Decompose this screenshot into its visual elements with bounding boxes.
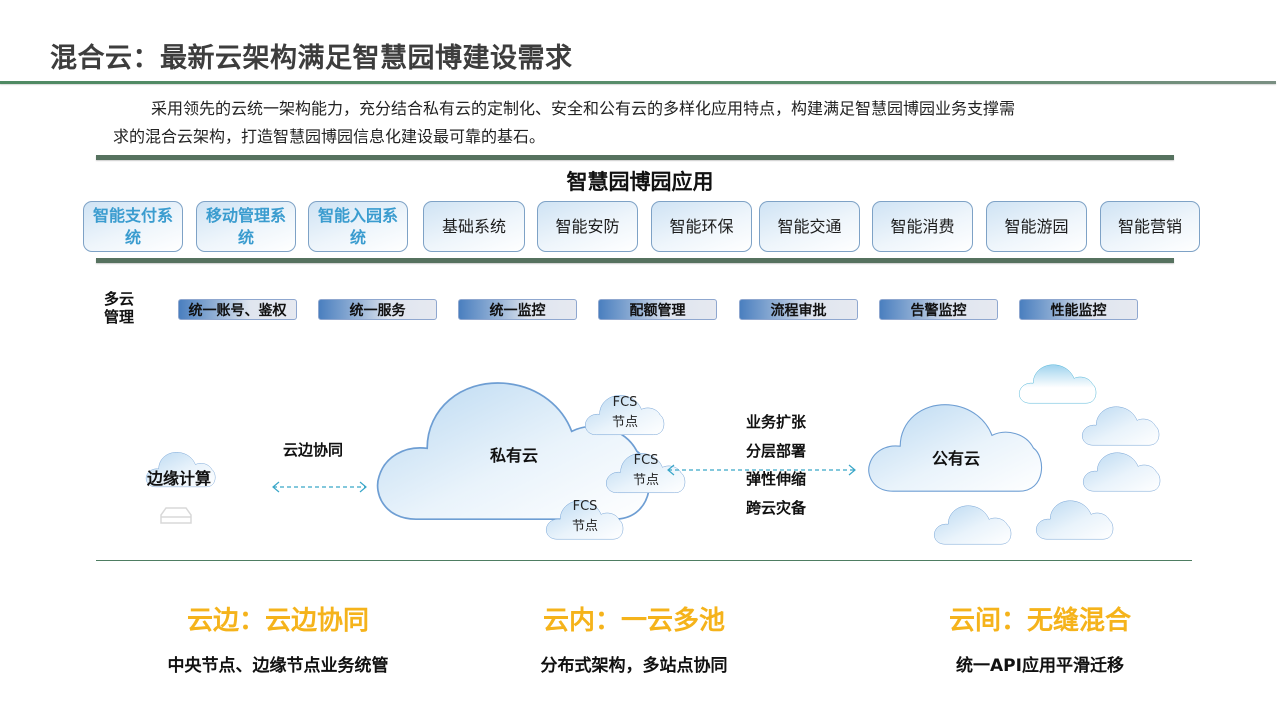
mgmt-unified-service[interactable]: 统一服务 <box>318 299 437 320</box>
mgmt-label: 流程审批 <box>770 302 827 319</box>
app-smart-payment[interactable]: 智能支付系统 <box>83 201 183 252</box>
public-cloud-label: 公有云 <box>932 449 981 468</box>
feature-item: 跨云灾备 <box>746 498 807 517</box>
mgmt-unified-account[interactable]: 统一账号、鉴权 <box>178 299 297 320</box>
app-label: 智能营销 <box>1117 216 1182 236</box>
app-smart-traffic[interactable]: 智能交通 <box>759 201 860 252</box>
app-smart-entry[interactable]: 智能入园系统 <box>308 201 408 252</box>
fcs-node-1-label: FCS 节点 <box>600 393 650 433</box>
edge-sync-arrow <box>272 481 367 493</box>
title-divider <box>0 81 1276 84</box>
app-label: 智能游园 <box>1004 216 1069 236</box>
intro-line-2: 求的混合云架构，打造智慧园博园信息化建设最可靠的基石。 <box>113 127 546 146</box>
page-title: 混合云：最新云架构满足智慧园博建设需求 <box>50 43 573 74</box>
mgmt-label: 统一监控 <box>489 302 546 319</box>
fcs-node-2-label: FCS 节点 <box>621 451 671 491</box>
mgmt-alert-monitoring[interactable]: 告警监控 <box>879 299 998 320</box>
node-text: 节点 <box>632 473 659 488</box>
car-icon <box>160 507 192 524</box>
edge-computing-label: 边缘计算 <box>147 469 212 488</box>
mgmt-quota[interactable]: 配额管理 <box>598 299 717 320</box>
mgmt-label: 性能监控 <box>1050 302 1107 319</box>
mgmt-unified-monitoring[interactable]: 统一监控 <box>458 299 577 320</box>
feature-item: 分层部署 <box>746 441 807 460</box>
pillar-title: 云边：云边协同 <box>186 606 369 636</box>
fcs-node-3-label: FCS 节点 <box>560 497 610 537</box>
mgmt-label: 统一服务 <box>349 302 406 319</box>
pillar-cloud-internal: 云内：一云多池 分布式架构，多站点协同 <box>434 600 834 676</box>
hybrid-feature-list: 业务扩张 分层部署 弹性伸缩 跨云灾备 <box>746 408 806 522</box>
pillar-title: 云内：一云多池 <box>542 606 725 636</box>
mgmt-performance-monitoring[interactable]: 性能监控 <box>1019 299 1138 320</box>
intro-paragraph: 采用领先的云统一架构能力，充分结合私有云的定制化、安全和公有云的多样化应用特点，… <box>113 95 1183 151</box>
apps-bottom-divider <box>96 258 1174 263</box>
app-mobile-management[interactable]: 移动管理系统 <box>196 201 296 252</box>
fcs-text: FCS <box>612 395 638 410</box>
apps-title: 智慧园博园应用 <box>566 170 714 194</box>
node-text: 节点 <box>571 519 598 534</box>
app-smart-environment[interactable]: 智能环保 <box>651 201 752 252</box>
private-cloud-label: 私有云 <box>490 446 539 465</box>
satellite-cloud-2 <box>1081 406 1160 446</box>
mgmt-label: 统一账号、鉴权 <box>188 302 287 319</box>
app-label: 智能入园系统 <box>317 205 398 247</box>
fcs-text: FCS <box>633 453 659 468</box>
satellite-cloud-1 <box>1018 364 1097 404</box>
satellite-cloud-4 <box>933 505 1012 545</box>
mgmt-label: 配额管理 <box>629 302 686 319</box>
hybrid-link-arrow <box>667 464 856 476</box>
satellite-cloud-3 <box>1082 452 1161 492</box>
mgmt-label: 告警监控 <box>910 302 967 319</box>
app-label: 移动管理系统 <box>205 205 286 247</box>
pillar-desc: 中央节点、边缘节点业务统管 <box>167 656 389 676</box>
app-smart-security[interactable]: 智能安防 <box>537 201 638 252</box>
pillar-desc: 统一API应用平滑迁移 <box>956 656 1124 676</box>
app-label: 智能支付系统 <box>92 205 173 247</box>
node-text: 节点 <box>611 415 638 430</box>
edge-sync-label: 云边协同 <box>283 441 344 459</box>
pillar-cloud-inter: 云间：无缝混合 统一API应用平滑迁移 <box>840 600 1240 676</box>
fcs-text: FCS <box>572 499 598 514</box>
pillar-cloud-edge: 云边：云边协同 中央节点、边缘节点业务统管 <box>78 600 478 676</box>
app-label: 智能环保 <box>669 216 734 236</box>
feature-item: 业务扩张 <box>746 413 807 431</box>
mgmt-workflow-approval[interactable]: 流程审批 <box>739 299 858 320</box>
feature-item: 弹性伸缩 <box>746 470 807 488</box>
app-base-system[interactable]: 基础系统 <box>423 201 525 252</box>
pillar-title: 云间：无缝混合 <box>948 606 1131 636</box>
app-smart-consumption[interactable]: 智能消费 <box>872 201 973 252</box>
app-label: 智能消费 <box>890 216 955 236</box>
apps-top-divider <box>96 155 1174 160</box>
app-label: 基础系统 <box>441 216 506 236</box>
app-label: 智能交通 <box>777 216 842 236</box>
app-label: 智能安防 <box>555 216 620 236</box>
pillar-desc: 分布式架构，多站点协同 <box>540 656 728 676</box>
multi-cloud-label: 多云管理 <box>104 290 135 326</box>
app-smart-marketing[interactable]: 智能营销 <box>1100 201 1200 252</box>
app-smart-tour[interactable]: 智能游园 <box>986 201 1087 252</box>
intro-line-1: 采用领先的云统一架构能力，充分结合私有云的定制化、安全和公有云的多样化应用特点，… <box>151 99 1016 118</box>
bottom-divider <box>96 560 1192 561</box>
satellite-cloud-5 <box>1035 500 1114 540</box>
